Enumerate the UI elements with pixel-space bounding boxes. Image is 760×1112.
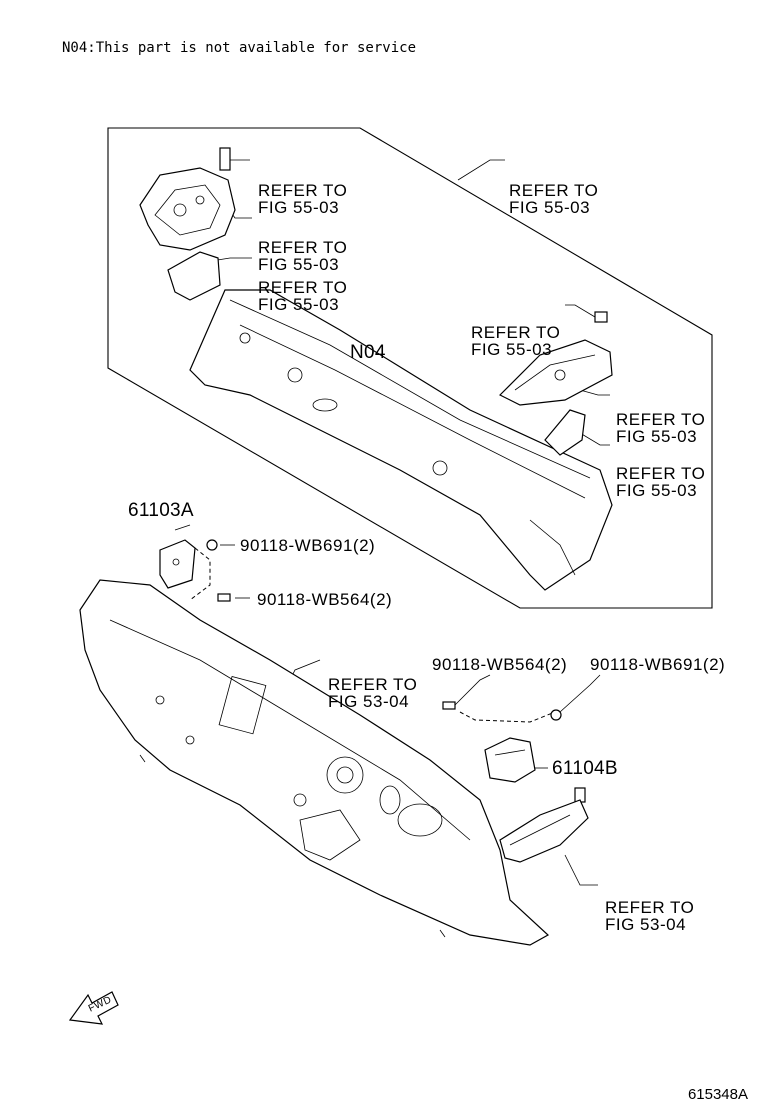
figure-code: 615348A [687,1086,748,1103]
dash-panel [79,579,550,946]
part-label-61104b: 61104B [552,758,618,779]
service-note: N04:This part is not available for servi… [62,40,417,56]
bracket-upper-right [498,311,613,456]
bolt-label-b: 90118-WB564(2) [257,590,393,609]
part-label-n04: N04 [350,342,386,363]
leader-line [457,159,505,181]
fwd-arrow-icon [68,991,119,1025]
leader-line [454,674,491,706]
cowl-group-frame [107,127,713,609]
bracket-61104b [442,701,562,783]
leader-line [559,674,601,713]
fastener-guide [189,547,211,601]
bolt-label-d: 90118-WB691(2) [590,655,726,674]
cowl-top-panel [189,289,613,591]
leader-line [565,304,601,321]
bolt-label-c: 90118-WB564(2) [432,655,568,674]
leader-line [564,854,598,886]
bolt-label-a: 90118-WB691(2) [240,536,376,555]
part-label-61103a: 61103A [128,500,194,521]
bracket-61103a [159,539,231,602]
bracket-lower-right [499,787,589,863]
fastener-guide [459,711,556,723]
leader-line [579,389,610,396]
bracket-upper-left [139,147,236,301]
leader-line [574,429,610,446]
leader-line [174,524,191,531]
